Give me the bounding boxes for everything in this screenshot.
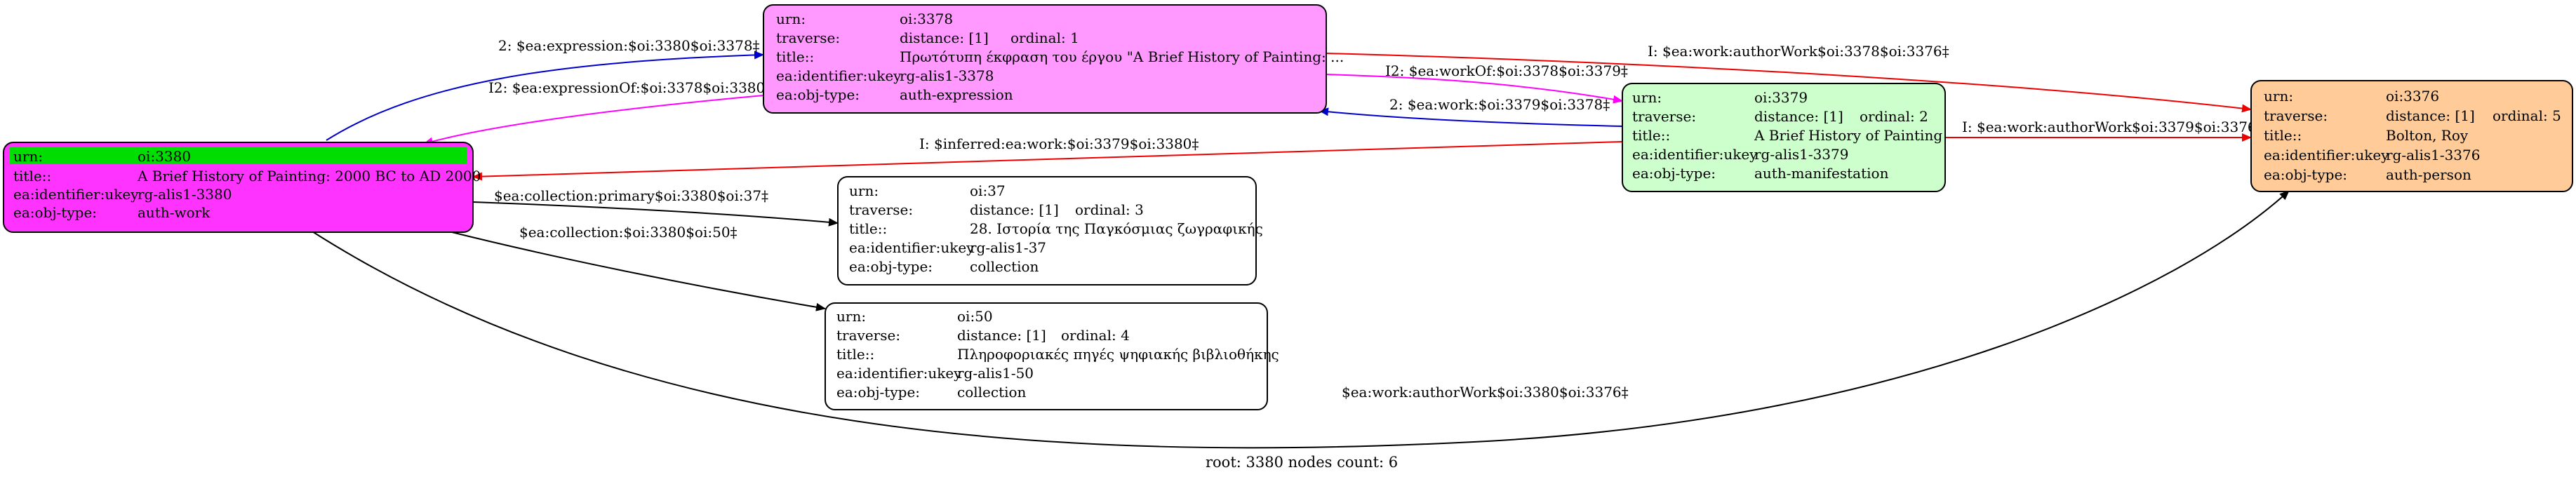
node-oi-3379[interactable]: urn: oi:3379 traverse: distance: [1] ord… [1622, 83, 1946, 192]
row-key: ea:obj-type: [2264, 166, 2347, 183]
graph-footer: root: 3380 nodes count: 6 [1206, 454, 1398, 471]
row-value: auth-person [2386, 166, 2471, 183]
edge-work-of: I2: $ea:workOf:$oi:3378$oi:3379‡ [1326, 62, 1628, 104]
row-value: Πληροφοριακές πηγές ψηφιακής βιβλιοθήκης [957, 346, 1279, 363]
edge-label: $ea:collection:primary$oi:3380$oi:37‡ [494, 187, 768, 204]
row-key: urn: [13, 148, 43, 165]
node-oi-3376[interactable]: urn: oi:3376 traverse: distance: [1] ord… [2250, 80, 2573, 192]
row-key: traverse: [776, 29, 840, 46]
edge-collection-primary: $ea:collection:primary$oi:3380$oi:37‡ [472, 187, 839, 227]
edge-author-3378: I: $ea:work:authorWork$oi:3378$oi:3376‡ [1326, 43, 2252, 113]
row-key: ea:obj-type: [776, 86, 860, 103]
edge-label: 2: $ea:expression:$oi:3380$oi:3378‡ [498, 37, 760, 54]
edge-work: 2: $ea:work:$oi:3379$oi:3378‡ [1319, 96, 1623, 127]
row-key: traverse: [2264, 107, 2328, 124]
edge-label: I: $ea:work:authorWork$oi:3378$oi:3376‡ [1648, 43, 1949, 60]
row-value: rg-alis1-3376 [2386, 147, 2480, 163]
row-key: urn: [776, 11, 806, 27]
row-key: ea:identifier:ukey [836, 365, 962, 382]
row-value: oi:50 [957, 308, 993, 325]
row-key: ea:identifier:ukey [2264, 147, 2389, 163]
edge-expression: 2: $ea:expression:$oi:3380$oi:3378‡ [326, 37, 764, 141]
row-value-2: ordinal: 4 [1061, 327, 1130, 344]
edge-label: $ea:work:authorWork$oi:3380$oi:3376‡ [1342, 384, 1629, 401]
row-key: ea:identifier:ukey [776, 67, 902, 84]
row-value: 28. Ιστορία της Παγκόσμιας ζωγραφικής [970, 220, 1263, 237]
edge-inferred: I: $inferred:ea:work:$oi:3379$oi:3380‡ [472, 135, 1623, 181]
row-value: oi:3376 [2386, 88, 2439, 105]
node-oi-37[interactable]: urn: oi:37 traverse: distance: [1] ordin… [837, 176, 1263, 285]
row-value: oi:3379 [1754, 89, 1808, 106]
row-value: rg-alis1-50 [957, 365, 1034, 382]
row-key: ea:identifier:ukey [849, 239, 975, 256]
edge-author-3380: $ea:work:authorWork$oi:3380$oi:3376‡ [312, 190, 2290, 449]
row-value: A Brief History of Painting [1754, 127, 1942, 144]
row-key: ea:identifier:ukey [13, 186, 139, 203]
row-value: oi:37 [970, 182, 1006, 199]
row-value: distance: [1] [2386, 107, 2475, 124]
row-key: urn: [1632, 89, 1662, 106]
edge-label: I: $inferred:ea:work:$oi:3379$oi:3380‡ [919, 135, 1199, 152]
row-key: ea:obj-type: [836, 384, 920, 401]
edge-label: I: $ea:work:authorWork$oi:3379$oi:3376‡ [1962, 119, 2264, 135]
row-value: distance: [1] [1754, 108, 1843, 125]
row-value: rg-alis1-3378 [900, 67, 994, 84]
edge-label: $ea:collection:$oi:3380$oi:50‡ [519, 224, 738, 241]
row-value: distance: [1] [970, 201, 1059, 218]
row-key: urn: [836, 308, 866, 325]
row-key: title:: [849, 220, 887, 237]
row-value: rg-alis1-3379 [1754, 146, 1848, 163]
row-key: ea:obj-type: [13, 204, 97, 221]
row-key: traverse: [1632, 108, 1696, 125]
row-value: rg-alis1-3380 [138, 186, 232, 203]
row-key: traverse: [836, 327, 900, 344]
row-value: auth-work [138, 204, 211, 221]
row-key: title:: [13, 168, 51, 184]
row-value: collection [957, 384, 1027, 401]
edge-label: I2: $ea:expressionOf:$oi:3378$oi:3380‡ [488, 79, 772, 96]
row-value: Bolton, Roy [2386, 127, 2469, 144]
row-key: urn: [2264, 88, 2293, 105]
row-value-2: ordinal: 5 [2492, 107, 2561, 124]
row-key: title:: [2264, 127, 2302, 144]
edge-expression-of: I2: $ea:expressionOf:$oi:3378$oi:3380‡ [423, 79, 772, 146]
row-value: rg-alis1-37 [970, 239, 1046, 256]
row-value: distance: [1] [900, 29, 989, 46]
row-key: urn: [849, 182, 879, 199]
root-highlight [10, 147, 467, 164]
row-value: collection [970, 258, 1039, 275]
edge-label: I2: $ea:workOf:$oi:3378$oi:3379‡ [1385, 62, 1628, 79]
row-key: title:: [776, 48, 814, 65]
row-key: ea:obj-type: [1632, 165, 1716, 182]
node-oi-50[interactable]: urn: oi:50 traverse: distance: [1] ordin… [825, 302, 1279, 410]
row-value: Πρωτότυπη έκφραση του έργου "A Brief His… [900, 48, 1344, 65]
node-oi-3380[interactable]: urn: oi:3380 title:: A Brief History of … [3, 142, 481, 233]
row-value-2: ordinal: 2 [1860, 108, 1928, 125]
row-value: oi:3380 [138, 148, 191, 165]
row-key: title:: [1632, 127, 1670, 144]
row-key: traverse: [849, 201, 913, 218]
row-key: ea:obj-type: [849, 258, 933, 275]
edge-collection: $ea:collection:$oi:3380$oi:50‡ [448, 224, 826, 311]
node-oi-3378[interactable]: urn: oi:3378 traverse: distance: [1] ord… [763, 4, 1344, 114]
row-value: auth-expression [900, 86, 1013, 103]
row-value-2: ordinal: 1 [1010, 29, 1079, 46]
edge-author-3379: I: $ea:work:authorWork$oi:3379$oi:3376‡ [1945, 119, 2264, 142]
row-key: ea:identifier:ukey [1632, 146, 1758, 163]
row-value: auth-manifestation [1754, 165, 1889, 182]
row-value: distance: [1] [957, 327, 1046, 344]
row-key: title:: [836, 346, 874, 363]
edge-label: 2: $ea:work:$oi:3379$oi:3378‡ [1389, 96, 1610, 113]
row-value: oi:3378 [900, 11, 953, 27]
row-value-2: ordinal: 3 [1075, 201, 1144, 218]
row-value: A Brief History of Painting: 2000 BC to … [137, 168, 481, 184]
